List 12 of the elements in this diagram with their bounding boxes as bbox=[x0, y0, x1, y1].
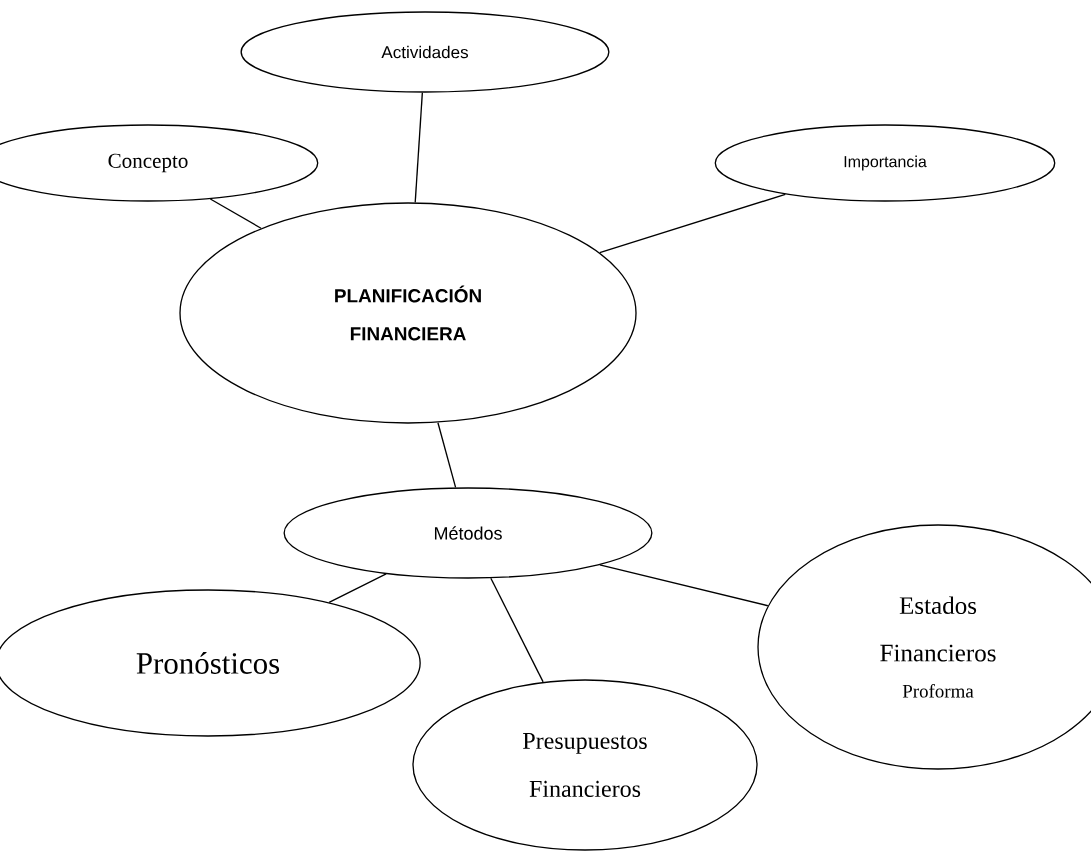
connector-line bbox=[437, 422, 457, 489]
ellipse-node: Actividades bbox=[240, 11, 610, 93]
connector-line bbox=[209, 198, 262, 229]
ellipse-node: PLANIFICACIÓN FINANCIERA bbox=[179, 202, 637, 424]
ellipse-node: Métodos bbox=[283, 487, 653, 579]
connector-line bbox=[328, 573, 387, 604]
connector-line bbox=[414, 92, 424, 204]
connector-line bbox=[490, 577, 544, 683]
connector-line bbox=[599, 564, 769, 607]
ellipse-node: Presupuestos Financieros bbox=[412, 679, 758, 851]
ellipse-node: Importancia bbox=[714, 124, 1056, 202]
connector-line bbox=[599, 193, 786, 254]
